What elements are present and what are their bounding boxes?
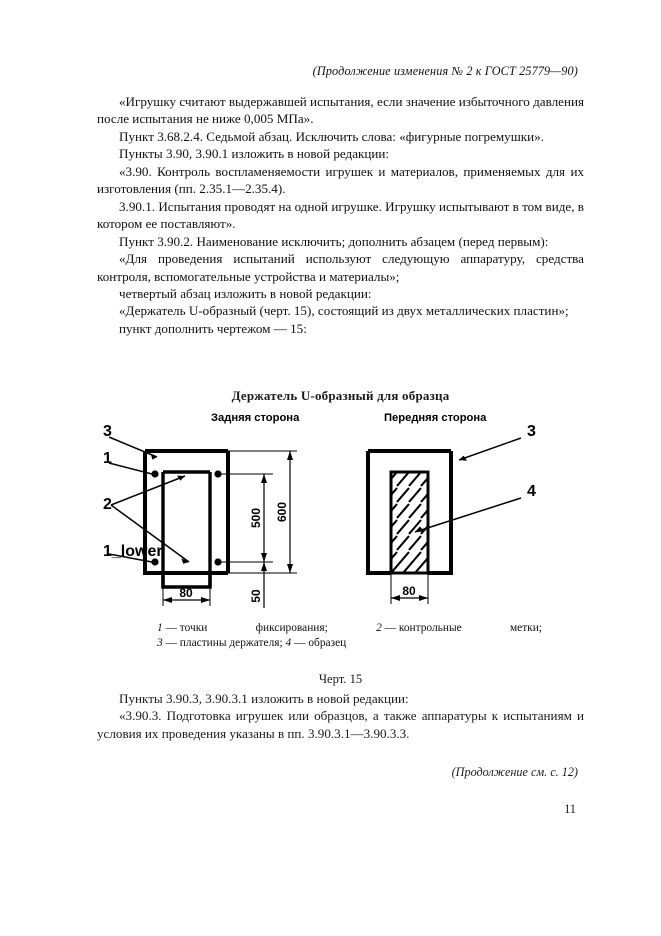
view-label-front: Передняя сторона [384, 412, 487, 424]
specimen-hatching [391, 472, 428, 573]
paragraph: Пункты 3.90.3, 3.90.3.1 изложить в новой… [119, 691, 409, 706]
paragraph: «Для проведения испытаний используют сле… [97, 251, 584, 284]
paragraph: пункт дополнить чертежом — 15: [119, 320, 307, 336]
dim-arrow-80-front-left [391, 595, 400, 601]
tail-text-block: Пункты 3.90.3, 3.90.3.1 изложить в новой… [97, 690, 584, 742]
back-view-group: 3 1 2 1_lower 80 [103, 423, 297, 608]
dim-label-600: 600 [275, 502, 289, 522]
paragraph: «Игрушку считают выдержавшей испытания, … [97, 94, 584, 127]
view-label-back: Задняя сторона [211, 412, 300, 424]
callout-1-back-upper: 1 [103, 450, 112, 467]
callout-3-front: 3 [527, 423, 536, 440]
holder-technical-drawing: 3 1 2 1_lower 80 [103, 423, 536, 608]
leader-line-4-front [414, 497, 522, 533]
dim-label-80-front: 80 [402, 584, 416, 598]
legend-num-4: 4 [285, 636, 292, 649]
legend-text-4: — образец [294, 636, 347, 649]
leader-line-1-lower [108, 553, 153, 563]
paragraph: «3.90.3. Подготовка игрушек или образцов… [97, 708, 584, 741]
paragraph: Пункт 3.68.2.4. Седьмой абзац. Исключить… [119, 128, 544, 144]
body-text-block: «Игрушку считают выдержавшей испытания, … [97, 93, 584, 337]
dim-arrow-50-top [261, 562, 267, 571]
dim-arrow-80-front-right [419, 595, 428, 601]
dim-arrow-600-bottom [287, 564, 293, 573]
front-specimen-window [389, 470, 430, 575]
front-outer-plate-left [366, 451, 391, 575]
figure-legend-line-2: 3 — пластины держателя; 4 — образец [157, 636, 542, 651]
dim-arrow-500-bottom [261, 553, 267, 562]
leader-arrow-2-upper [177, 475, 185, 481]
legend-text-2: — контрольные [384, 622, 462, 634]
legend-text-1b: фиксирования; [255, 622, 328, 634]
leader-line-3-front [458, 437, 522, 461]
figure-legend-line-1: 1 — точки фиксирования; 2 — контрольные … [157, 621, 542, 636]
leader-arrow-3 [151, 454, 157, 460]
leader-line-3 [108, 436, 158, 458]
figure-legend: 1 — точки фиксирования; 2 — контрольные … [97, 621, 584, 650]
paragraph: Пункты 3.90, 3.90.1 изложить в новой ред… [119, 146, 390, 162]
paragraph: «3.90. Контроль воспламеняемости игрушек… [97, 163, 584, 197]
leader-arrow-4-front [415, 526, 424, 532]
dim-label-80-back: 80 [179, 586, 193, 600]
continuation-note: (Продолжение см. с. 12) [451, 765, 578, 779]
legend-text-2b: метки; [509, 622, 542, 634]
paragraph: 3.90.1. Испытания проводят на одной игру… [97, 198, 584, 232]
leader-line-2-upper [110, 475, 186, 506]
leader-line-2-lower [110, 504, 190, 563]
legend-text-3: — пластины держателя; [165, 636, 283, 649]
figure-15: Держатель U-образный для образца Задняя … [97, 388, 584, 687]
legend-item-1: 1 — точки [157, 621, 207, 636]
leader-line-1-upper [108, 462, 153, 475]
running-head: (Продолжение изменения № 2 к ГОСТ 25779—… [312, 64, 578, 78]
figure-title: Держатель U-образный для образца [231, 388, 450, 403]
paragraph: «Держатель U-образный (черт. 15), состоя… [119, 303, 569, 319]
back-inner-cutout [161, 472, 212, 589]
callout-3-back: 3 [103, 423, 112, 440]
legend-item-2: 2 — контрольные [376, 621, 462, 636]
callout-4-front: 4 [527, 483, 536, 500]
dim-label-500: 500 [249, 508, 263, 528]
figure-caption: Черт. 15 [318, 672, 363, 687]
legend-num-2: 2 [376, 622, 382, 634]
legend-num-1: 1 [157, 622, 163, 634]
page-number: 11 [564, 802, 576, 816]
leader-arrow-3-front [459, 455, 467, 461]
dim-arrow-80-back-left [163, 597, 172, 603]
front-view-group: 3 4 80 [366, 423, 536, 604]
fixing-point-top-left [151, 470, 159, 478]
paragraph: четвертый абзац изложить в новой редакци… [119, 285, 372, 301]
dim-label-50: 50 [249, 589, 263, 603]
dim-arrow-600-top [287, 451, 293, 460]
legend-text-1: — точки [165, 622, 208, 634]
callout-1-back-lower: 1_lower [103, 543, 163, 560]
paragraph: Пункт 3.90.2. Наименование исключить; до… [119, 233, 549, 249]
callout-2-back: 2 [103, 496, 112, 513]
figure-canvas: Задняя сторона Передняя сторона [97, 410, 584, 615]
leader-arrow-2-lower [181, 558, 189, 564]
legend-num-3: 3 [157, 636, 163, 649]
fixing-point-bottom-left [151, 558, 159, 566]
dim-arrow-80-back-right [201, 597, 210, 603]
front-outer-plate-right [428, 451, 453, 575]
dim-arrow-500-top [261, 474, 267, 483]
